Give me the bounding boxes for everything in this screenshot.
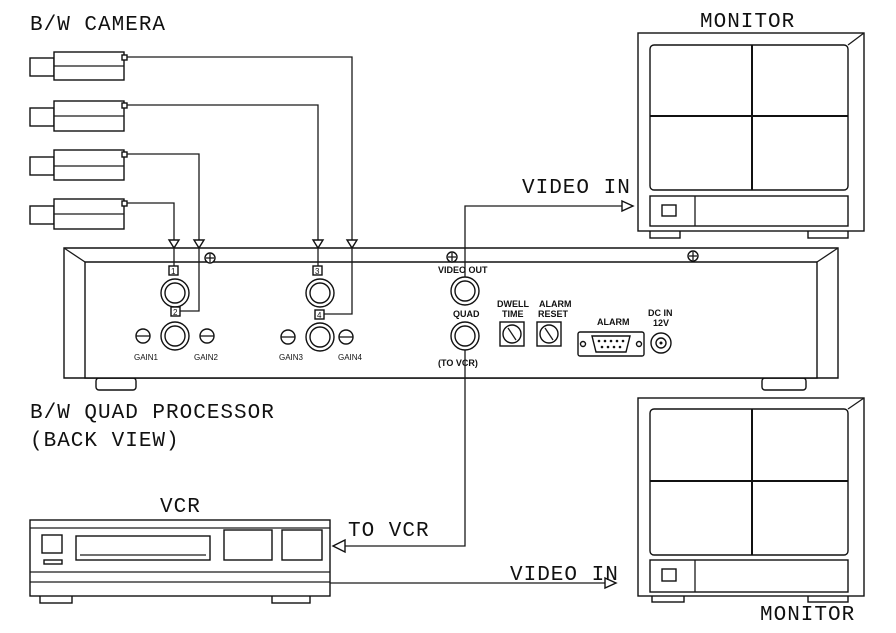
output-block: VIDEO OUT QUAD (TO VCR) <box>438 265 488 368</box>
quad-label: QUAD <box>453 309 480 319</box>
quad-to-vcr-label: (TO VCR) <box>438 358 478 368</box>
ch2-label: 2 <box>173 308 178 317</box>
vcr <box>29 519 331 604</box>
dc-in-label-1: DC IN <box>648 308 673 318</box>
dc-in-label-2: 12V <box>653 318 669 328</box>
camera-3 <box>29 149 128 181</box>
vcr-label: VCR <box>160 496 201 519</box>
alarm-label: ALARM <box>597 317 630 327</box>
gain1-label: GAIN1 <box>134 353 159 362</box>
video-in-bottom-label: VIDEO IN <box>510 564 619 587</box>
controls-block: DWELL TIME ALARM RESET ALARM DC IN 12V <box>497 299 673 357</box>
dwell-label-1: DWELL <box>497 299 529 309</box>
camera-cables <box>127 56 359 250</box>
channel-3-4-block: 3 4 GAIN3 GAIN4 <box>279 248 363 362</box>
channel-1-2-block: 1 2 GAIN1 GAIN2 <box>134 248 219 362</box>
dwell-label-2: TIME <box>502 309 524 319</box>
monitor-top <box>637 32 865 239</box>
ch1-label: 1 <box>171 267 176 276</box>
ch3-label: 3 <box>315 267 320 276</box>
alarm-reset-label-1: ALARM <box>539 299 572 309</box>
output-cables <box>330 199 635 590</box>
camera-4 <box>29 198 128 230</box>
monitor-bottom-label: MONITOR <box>760 604 855 627</box>
camera-1 <box>29 51 128 81</box>
alarm-reset-label-2: RESET <box>538 309 569 319</box>
camera-2 <box>29 100 128 132</box>
gain3-label: GAIN3 <box>279 353 304 362</box>
to-vcr-label: TO VCR <box>348 520 430 543</box>
ch4-label: 4 <box>317 311 322 320</box>
monitor-bottom <box>637 397 865 603</box>
processor-title-line1: B/W QUAD PROCESSOR <box>30 402 275 425</box>
gain4-label: GAIN4 <box>338 353 363 362</box>
processor-title-line2: (BACK VIEW) <box>30 430 180 453</box>
video-in-top-label: VIDEO IN <box>522 177 631 200</box>
gain2-label: GAIN2 <box>194 353 219 362</box>
monitor-top-label: MONITOR <box>700 11 795 34</box>
camera-heading: B/W CAMERA <box>30 14 166 37</box>
video-out-label: VIDEO OUT <box>438 265 488 275</box>
